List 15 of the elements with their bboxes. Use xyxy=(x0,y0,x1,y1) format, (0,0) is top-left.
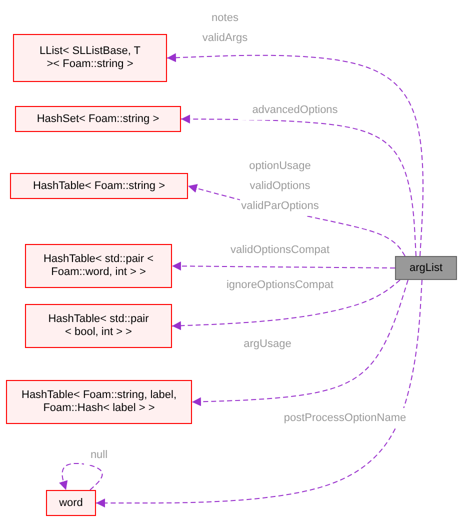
class-box: LList< SLListBase, T >< Foam::string > xyxy=(13,34,167,82)
class-box: argList xyxy=(395,256,457,280)
dashed-arrow xyxy=(166,53,424,256)
dashed-arrow xyxy=(172,280,400,330)
class-box: HashSet< Foam::string > xyxy=(15,106,181,132)
dashed-arrow xyxy=(180,114,416,256)
class-box: HashTable< std::pair < Foam::word, int > > xyxy=(25,244,172,288)
class-box: HashTable< std::pair < bool, int > > xyxy=(25,304,172,348)
class-box: HashTable< Foam::string, label, Foam::Hash< label > > xyxy=(6,380,192,424)
dashed-arrow xyxy=(96,280,422,508)
class-box: HashTable< Foam::string > xyxy=(10,173,188,199)
class-box: word xyxy=(46,490,96,516)
dashed-arrow xyxy=(172,262,396,271)
dashed-arrow xyxy=(192,280,408,406)
dashed-arrow xyxy=(59,462,103,490)
